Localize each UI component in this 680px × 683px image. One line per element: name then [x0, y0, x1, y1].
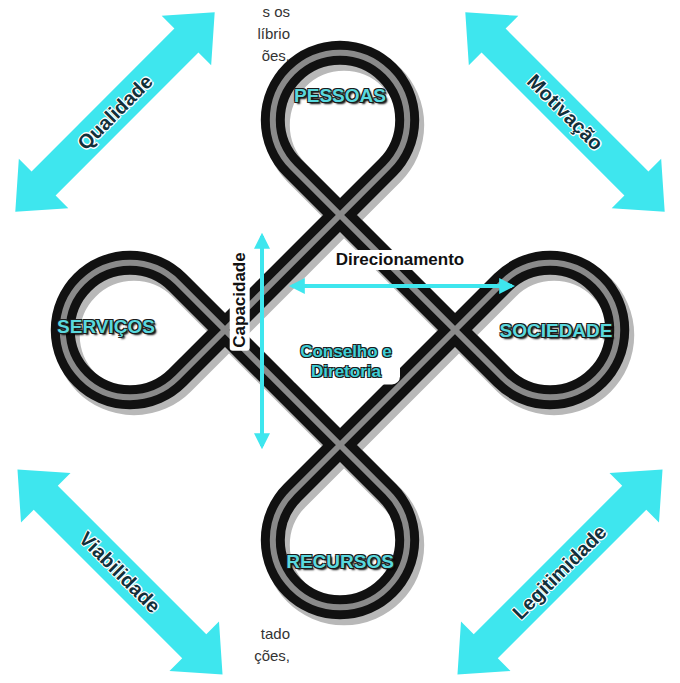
- text-fragment: tado: [261, 625, 290, 642]
- motivation-arrow: [441, 0, 680, 236]
- loop-label: RECURSOS: [286, 551, 394, 573]
- arrow-label: Legitimidade: [508, 520, 611, 623]
- quality-arrow: [0, 0, 239, 236]
- loop-label: SERVIÇOS: [57, 316, 155, 338]
- loop-label: SOCIEDADE: [500, 320, 613, 342]
- arrow-label: Capacidade: [230, 249, 250, 350]
- text-fragment: ções,: [254, 647, 290, 664]
- direction-arrow: [292, 284, 512, 288]
- arrow-label: Direcionamento: [333, 250, 467, 270]
- center-label: Conselho e Diretoria: [296, 342, 396, 381]
- knot-loop: SERVIÇOS: [57, 316, 155, 338]
- arrow-label: Qualidade: [73, 70, 158, 155]
- arrow-label: Motivação: [522, 69, 607, 154]
- legitimacy-arrow: [433, 445, 680, 683]
- text-fragment: ões.: [262, 47, 290, 64]
- loop-label: PESSOAS: [294, 85, 386, 107]
- text-fragment: líbrio: [257, 25, 290, 42]
- center-box: Conselho e Diretoria: [292, 339, 400, 384]
- knot-loop: PESSOAS: [294, 85, 386, 107]
- text-fragment: s os: [262, 3, 290, 20]
- arrow-label: Viabilidade: [75, 527, 166, 618]
- knot-loop: RECURSOS: [286, 551, 394, 573]
- capacity-arrow: [260, 236, 264, 446]
- knot-loop: SOCIEDADE: [500, 320, 613, 342]
- viability-arrow: [0, 445, 247, 683]
